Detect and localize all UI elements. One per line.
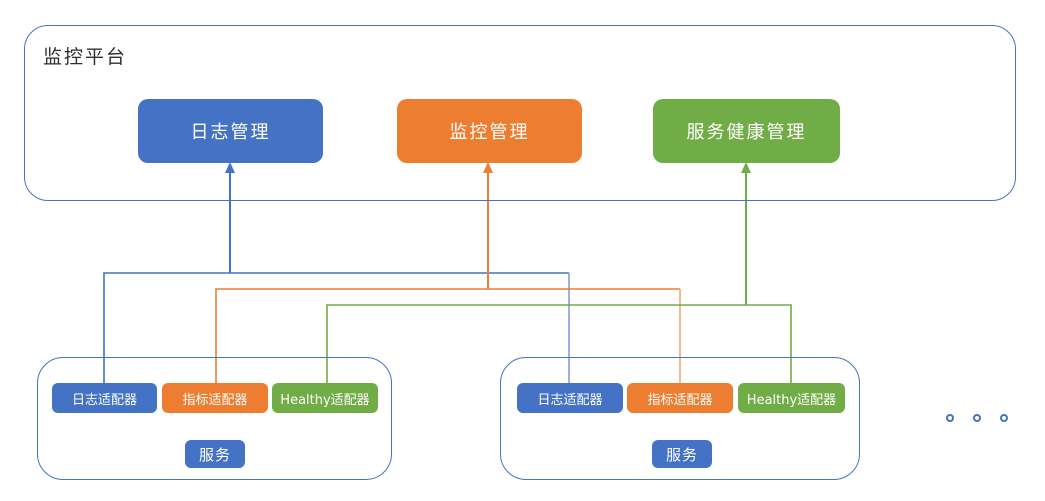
service-group-2-metric-adapter: 指标适配器: [627, 383, 733, 413]
more-services-ellipsis: [946, 413, 1008, 423]
ellipsis-dot-icon: [973, 414, 981, 422]
service-group-2-log-adapter: 日志适配器: [517, 383, 623, 413]
service-label: 服务: [198, 445, 231, 464]
platform-container: [24, 25, 1016, 201]
metric-adapter-label: 指标适配器: [182, 392, 248, 408]
ellipsis-dot-icon: [1000, 414, 1008, 422]
module-monitor-management: 监控管理: [397, 99, 582, 163]
log-adapter-label: 日志适配器: [71, 392, 137, 408]
module-service-health-management: 服务健康管理: [653, 99, 840, 163]
healthy-adapter-label: Healthy适配器: [280, 392, 370, 408]
metric-adapter-label: 指标适配器: [647, 392, 713, 408]
service-group-1-healthy-adapter: Healthy适配器: [272, 383, 378, 413]
service-group-1-container: [37, 357, 392, 480]
service-group-1-service-box: 服务: [185, 440, 245, 468]
module-log-management-label: 日志管理: [190, 122, 271, 143]
service-group-2-container: [500, 357, 860, 480]
healthy-adapter-label: Healthy适配器: [746, 392, 837, 408]
service-group-1-metric-adapter: 指标适配器: [162, 383, 268, 413]
service-group-1-log-adapter: 日志适配器: [52, 383, 157, 413]
platform-title: 监控平台: [43, 46, 128, 68]
service-group-2-healthy-adapter: Healthy适配器: [738, 383, 845, 413]
ellipsis-dot-icon: [946, 414, 954, 422]
module-service-health-management-label: 服务健康管理: [686, 122, 807, 143]
service-label: 服务: [665, 445, 698, 464]
service-group-2-service-box: 服务: [652, 440, 712, 468]
module-monitor-management-label: 监控管理: [449, 122, 530, 143]
log-adapter-label: 日志适配器: [537, 392, 603, 408]
module-log-management: 日志管理: [138, 99, 323, 163]
